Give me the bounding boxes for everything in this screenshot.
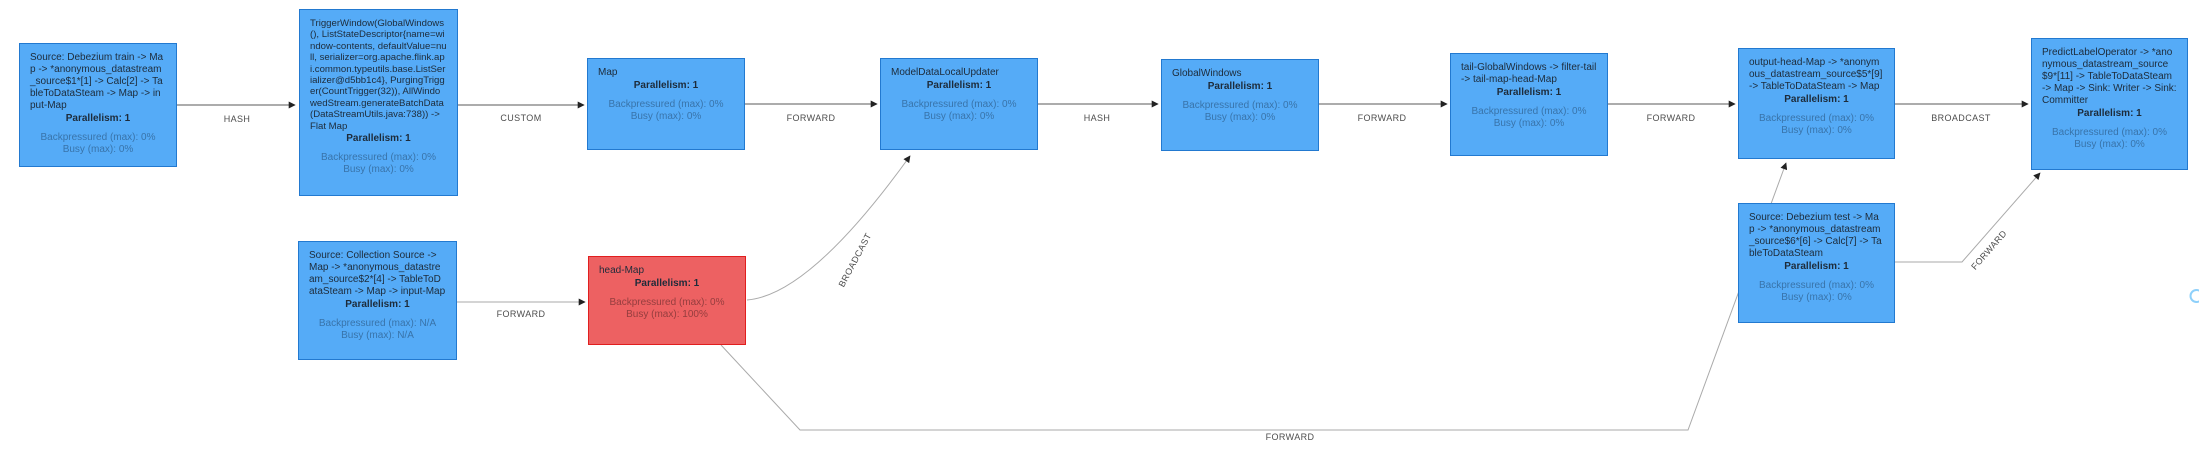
node-parallelism: Parallelism: 1	[1207, 81, 1273, 92]
job-node-globalwindows[interactable]: GlobalWindows Parallelism: 1 Backpressur…	[1161, 59, 1319, 151]
node-busy: Busy (max): 0%	[62, 144, 134, 155]
edge-label-forward-3: FORWARD	[1646, 113, 1696, 123]
node-title: Source: Collection Source -> Map -> *ano…	[309, 250, 446, 297]
node-backpressured: Backpressured (max): 0%	[609, 297, 725, 308]
node-parallelism: Parallelism: 1	[1496, 87, 1562, 98]
node-title: tail-GlobalWindows -> filter-tail -> tai…	[1461, 62, 1597, 85]
job-node-source-debezium-train[interactable]: Source: Debezium train -> Map -> *anonym…	[19, 43, 177, 167]
node-backpressured: Backpressured (max): 0%	[901, 99, 1017, 110]
edge-label-forward-5: FORWARD	[1265, 432, 1315, 442]
node-backpressured: Backpressured (max): 0%	[1758, 113, 1875, 124]
node-parallelism: Parallelism: 1	[65, 113, 131, 124]
node-backpressured: Backpressured (max): N/A	[318, 318, 437, 329]
node-parallelism: Parallelism: 1	[926, 80, 992, 91]
node-busy: Busy (max): 0%	[2074, 139, 2145, 150]
node-parallelism: Parallelism: 1	[633, 80, 699, 91]
edge-label-forward-2: FORWARD	[1357, 113, 1407, 123]
node-busy: Busy (max): 0%	[923, 111, 995, 122]
job-node-map[interactable]: Map Parallelism: 1 Backpressured (max): …	[587, 58, 745, 150]
node-busy: Busy (max): 0%	[343, 164, 414, 176]
node-parallelism: Parallelism: 1	[345, 299, 410, 310]
node-parallelism: Parallelism: 1	[346, 133, 411, 145]
node-parallelism: Parallelism: 1	[1784, 261, 1849, 272]
node-backpressured: Backpressured (max): 0%	[1471, 106, 1587, 117]
node-parallelism: Parallelism: 1	[2077, 108, 2142, 119]
node-busy: Busy (max): 0%	[630, 111, 702, 122]
node-busy: Busy (max): 100%	[626, 309, 708, 320]
node-backpressured: Backpressured (max): 0%	[40, 132, 156, 143]
node-parallelism: Parallelism: 1	[1784, 94, 1849, 105]
node-title: PredictLabelOperator -> *anonymous_datas…	[2042, 47, 2177, 106]
node-title: output-head-Map -> *anonymous_datastream…	[1749, 57, 1883, 92]
node-backpressured: Backpressured (max): 0%	[320, 152, 437, 164]
node-busy: Busy (max): N/A	[341, 330, 414, 341]
node-backpressured: Backpressured (max): 0%	[1758, 280, 1875, 291]
node-busy: Busy (max): 0%	[1204, 112, 1276, 123]
job-node-predictlabeloperator[interactable]: PredictLabelOperator -> *anonymous_datas…	[2031, 38, 2188, 170]
node-busy: Busy (max): 0%	[1781, 292, 1852, 303]
job-node-source-collection[interactable]: Source: Collection Source -> Map -> *ano…	[298, 241, 457, 360]
node-title: ModelDataLocalUpdater	[891, 67, 999, 78]
edge-label-hash-2: HASH	[1083, 113, 1111, 123]
node-busy: Busy (max): 0%	[1493, 118, 1565, 129]
node-title: TriggerWindow(GlobalWindows(), ListState…	[310, 18, 447, 132]
node-title: Source: Debezium test -> Map -> *anonymo…	[1749, 212, 1882, 259]
edge-label-custom: CUSTOM	[500, 113, 542, 123]
edge-label-hash-1: HASH	[223, 114, 251, 124]
node-backpressured: Backpressured (max): 0%	[1182, 100, 1298, 111]
node-backpressured: Backpressured (max): 0%	[2051, 127, 2168, 138]
node-title: Source: Debezium train -> Map -> *anonym…	[30, 52, 164, 111]
edge-label-forward-1: FORWARD	[786, 113, 836, 123]
node-busy: Busy (max): 0%	[1781, 125, 1852, 136]
node-title: head-Map	[599, 265, 645, 276]
job-node-output-head-map[interactable]: output-head-Map -> *anonymous_datastream…	[1738, 48, 1895, 159]
edge-label-broadcast-1: BROADCAST	[1931, 113, 1991, 123]
node-parallelism: Parallelism: 1	[634, 278, 700, 289]
edge-head-map-to-output-head-map	[720, 162, 1788, 431]
node-title: GlobalWindows	[1172, 68, 1242, 79]
job-node-modeldatalocalupdater[interactable]: ModelDataLocalUpdater Parallelism: 1 Bac…	[880, 58, 1038, 150]
job-node-head-map[interactable]: head-Map Parallelism: 1 Backpressured (m…	[588, 256, 746, 345]
edge-debezium-test-to-predictlabel	[1895, 172, 2041, 263]
job-node-tail-globalwindows[interactable]: tail-GlobalWindows -> filter-tail -> tai…	[1450, 53, 1608, 156]
edge-label-forward-4: FORWARD	[496, 309, 546, 319]
job-node-triggerwindow[interactable]: TriggerWindow(GlobalWindows(), ListState…	[299, 9, 458, 196]
loading-spinner-icon	[2189, 289, 2199, 303]
edge-head-map-to-modeldatalocalupdater	[746, 155, 911, 301]
node-backpressured: Backpressured (max): 0%	[608, 99, 724, 110]
node-title: Map	[598, 67, 618, 78]
job-node-source-debezium-test[interactable]: Source: Debezium test -> Map -> *anonymo…	[1738, 203, 1895, 323]
